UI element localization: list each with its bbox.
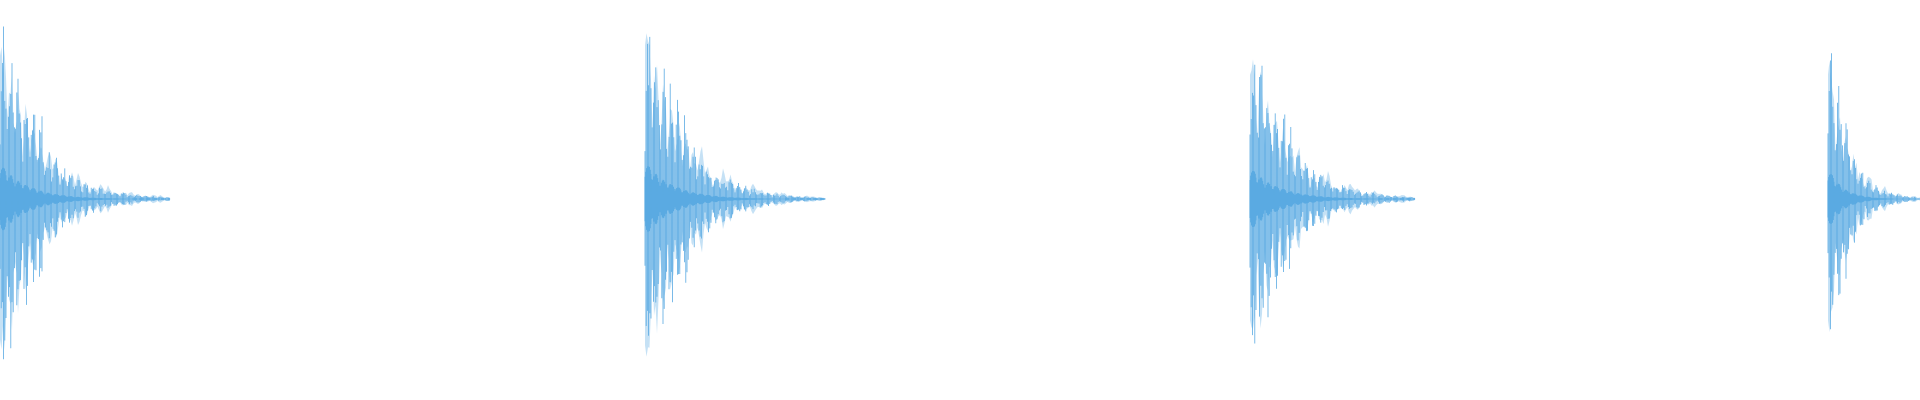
waveform-trace [0, 26, 1920, 360]
waveform-hit-1-spikes [0, 26, 170, 360]
waveform-hit-1 [0, 26, 171, 360]
waveform-hit-2 [644, 33, 826, 357]
waveform-hit-4 [1827, 53, 1920, 333]
waveform-hit-3 [1249, 59, 1416, 344]
waveform-hit-4-spikes [1827, 53, 1920, 330]
